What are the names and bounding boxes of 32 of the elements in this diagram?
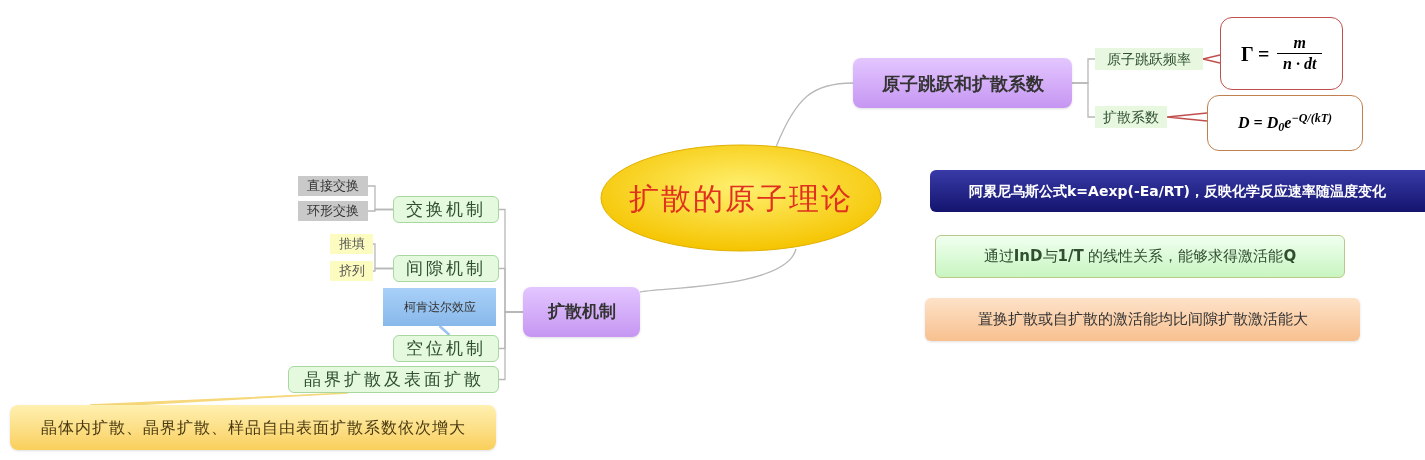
- formula-callout: D = D$_{0}$e$^{−Q/(kT)}$: [1207, 95, 1363, 151]
- note-box: 置换扩散或自扩散的激活能均比间隙扩散激活能大: [925, 298, 1360, 341]
- subtopic-label: 扩散系数: [1095, 106, 1167, 128]
- detail-label: 直接交换: [298, 176, 368, 196]
- callout-box: 柯肯达尔效应: [383, 288, 496, 326]
- formula-callout: [1220, 17, 1343, 90]
- connector-line: [775, 82, 854, 148]
- detail-label: 环形交换: [298, 201, 368, 221]
- callout-pointer: [1202, 54, 1221, 64]
- callout-pointer: [1166, 112, 1208, 122]
- formula-text: n · dt: [1283, 54, 1317, 74]
- central-topic-text: 扩散的原子理论: [629, 179, 853, 218]
- callout-box: 晶体内扩散、晶界扩散、样品自由表面扩散系数依次增大: [10, 405, 496, 450]
- connector-line: [367, 208, 394, 212]
- callout-pointer: [89, 392, 349, 406]
- connector-line: [1071, 82, 1096, 118]
- formula-text: Γ =: [1241, 41, 1270, 67]
- subtopic-box: 间隙机制: [393, 255, 499, 282]
- connector-line: [372, 267, 394, 272]
- connector-line: [498, 311, 524, 381]
- note-box: 通过InD与1/T 的线性关系，能够求得激活能Q: [935, 235, 1345, 278]
- detail-label: 挤列: [330, 261, 373, 281]
- topic-box: 原子跳跃和扩散系数: [853, 58, 1072, 108]
- connector-line: [639, 248, 797, 293]
- subtopic-box: 晶界扩散及表面扩散: [288, 366, 499, 393]
- subtopic-box: 交换机制: [393, 196, 499, 223]
- subtopic-label: 原子跳跃频率: [1095, 48, 1203, 70]
- topic-box: 扩散机制: [523, 287, 640, 337]
- formula-text: m: [1277, 33, 1322, 54]
- subtopic-box: 空位机制: [393, 335, 499, 362]
- note-box: 阿累尼乌斯公式k=Aexp(-Ea/RT)，反映化学反应速率随温度变化: [930, 170, 1425, 212]
- detail-label: 推填: [330, 234, 373, 254]
